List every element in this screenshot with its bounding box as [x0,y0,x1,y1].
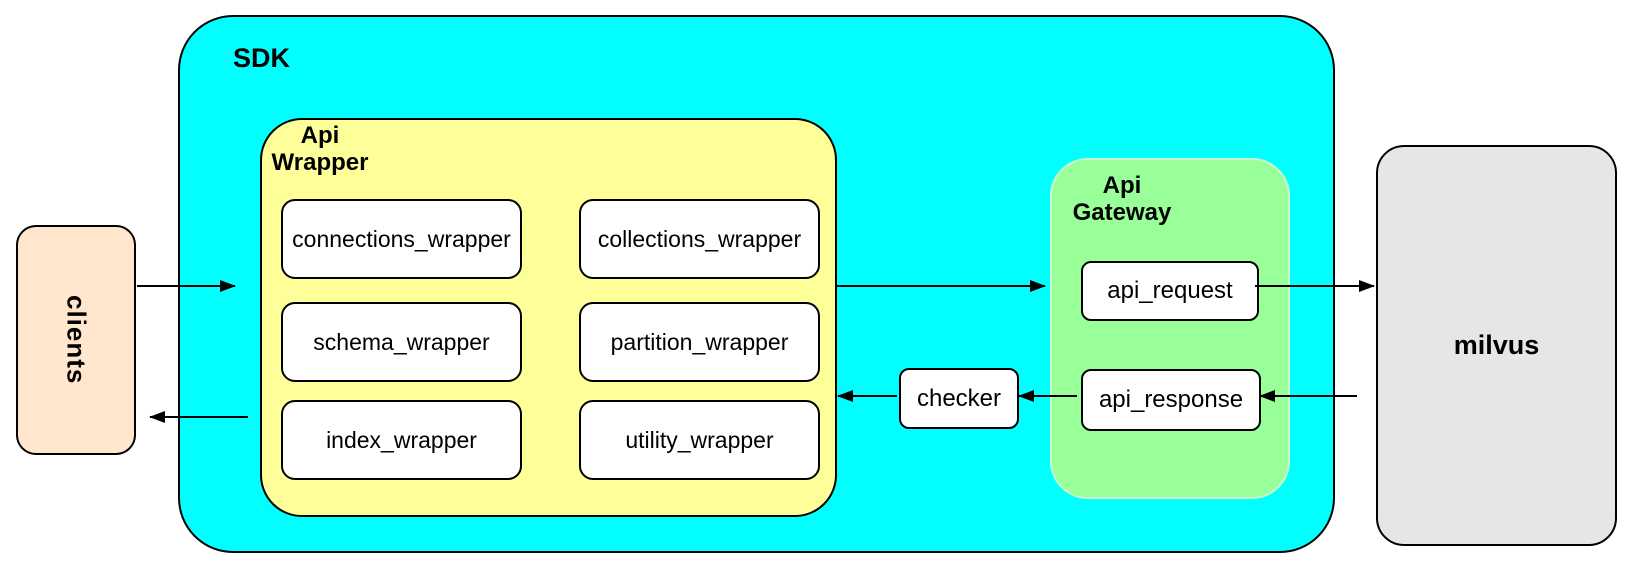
box-api-request: api_request [1081,261,1259,321]
milvus-node: milvus [1376,145,1617,546]
sdk-container: SDK Api Wrapper connections_wrapper coll… [178,15,1335,553]
api-gateway-label-line1: Api [1102,172,1142,199]
box-connections-wrapper: connections_wrapper [281,199,522,279]
box-schema-wrapper: schema_wrapper [281,302,522,382]
milvus-label: milvus [1453,330,1540,360]
box-collections-wrapper: collections_wrapper [579,199,820,279]
api-wrapper-container: Api Wrapper connections_wrapper collecti… [260,118,837,517]
api-wrapper-label-line2: Wrapper [271,149,369,176]
api-wrapper-label-line1: Api [300,122,340,149]
box-utility-wrapper: utility_wrapper [579,400,820,480]
box-partition-wrapper: partition_wrapper [579,302,820,382]
box-api-response: api_response [1081,369,1261,431]
api-gateway-label-line2: Gateway [1072,199,1172,226]
checker-node: checker [899,368,1019,429]
clients-node: clients [16,225,136,455]
clients-label: clients [61,295,92,385]
box-index-wrapper: index_wrapper [281,400,522,480]
sdk-label: SDK [233,43,291,73]
api-gateway-label: Api Gateway [1062,172,1182,226]
api-wrapper-label: Api Wrapper [264,122,376,176]
api-gateway-container: Api Gateway api_request api_response [1050,158,1290,499]
